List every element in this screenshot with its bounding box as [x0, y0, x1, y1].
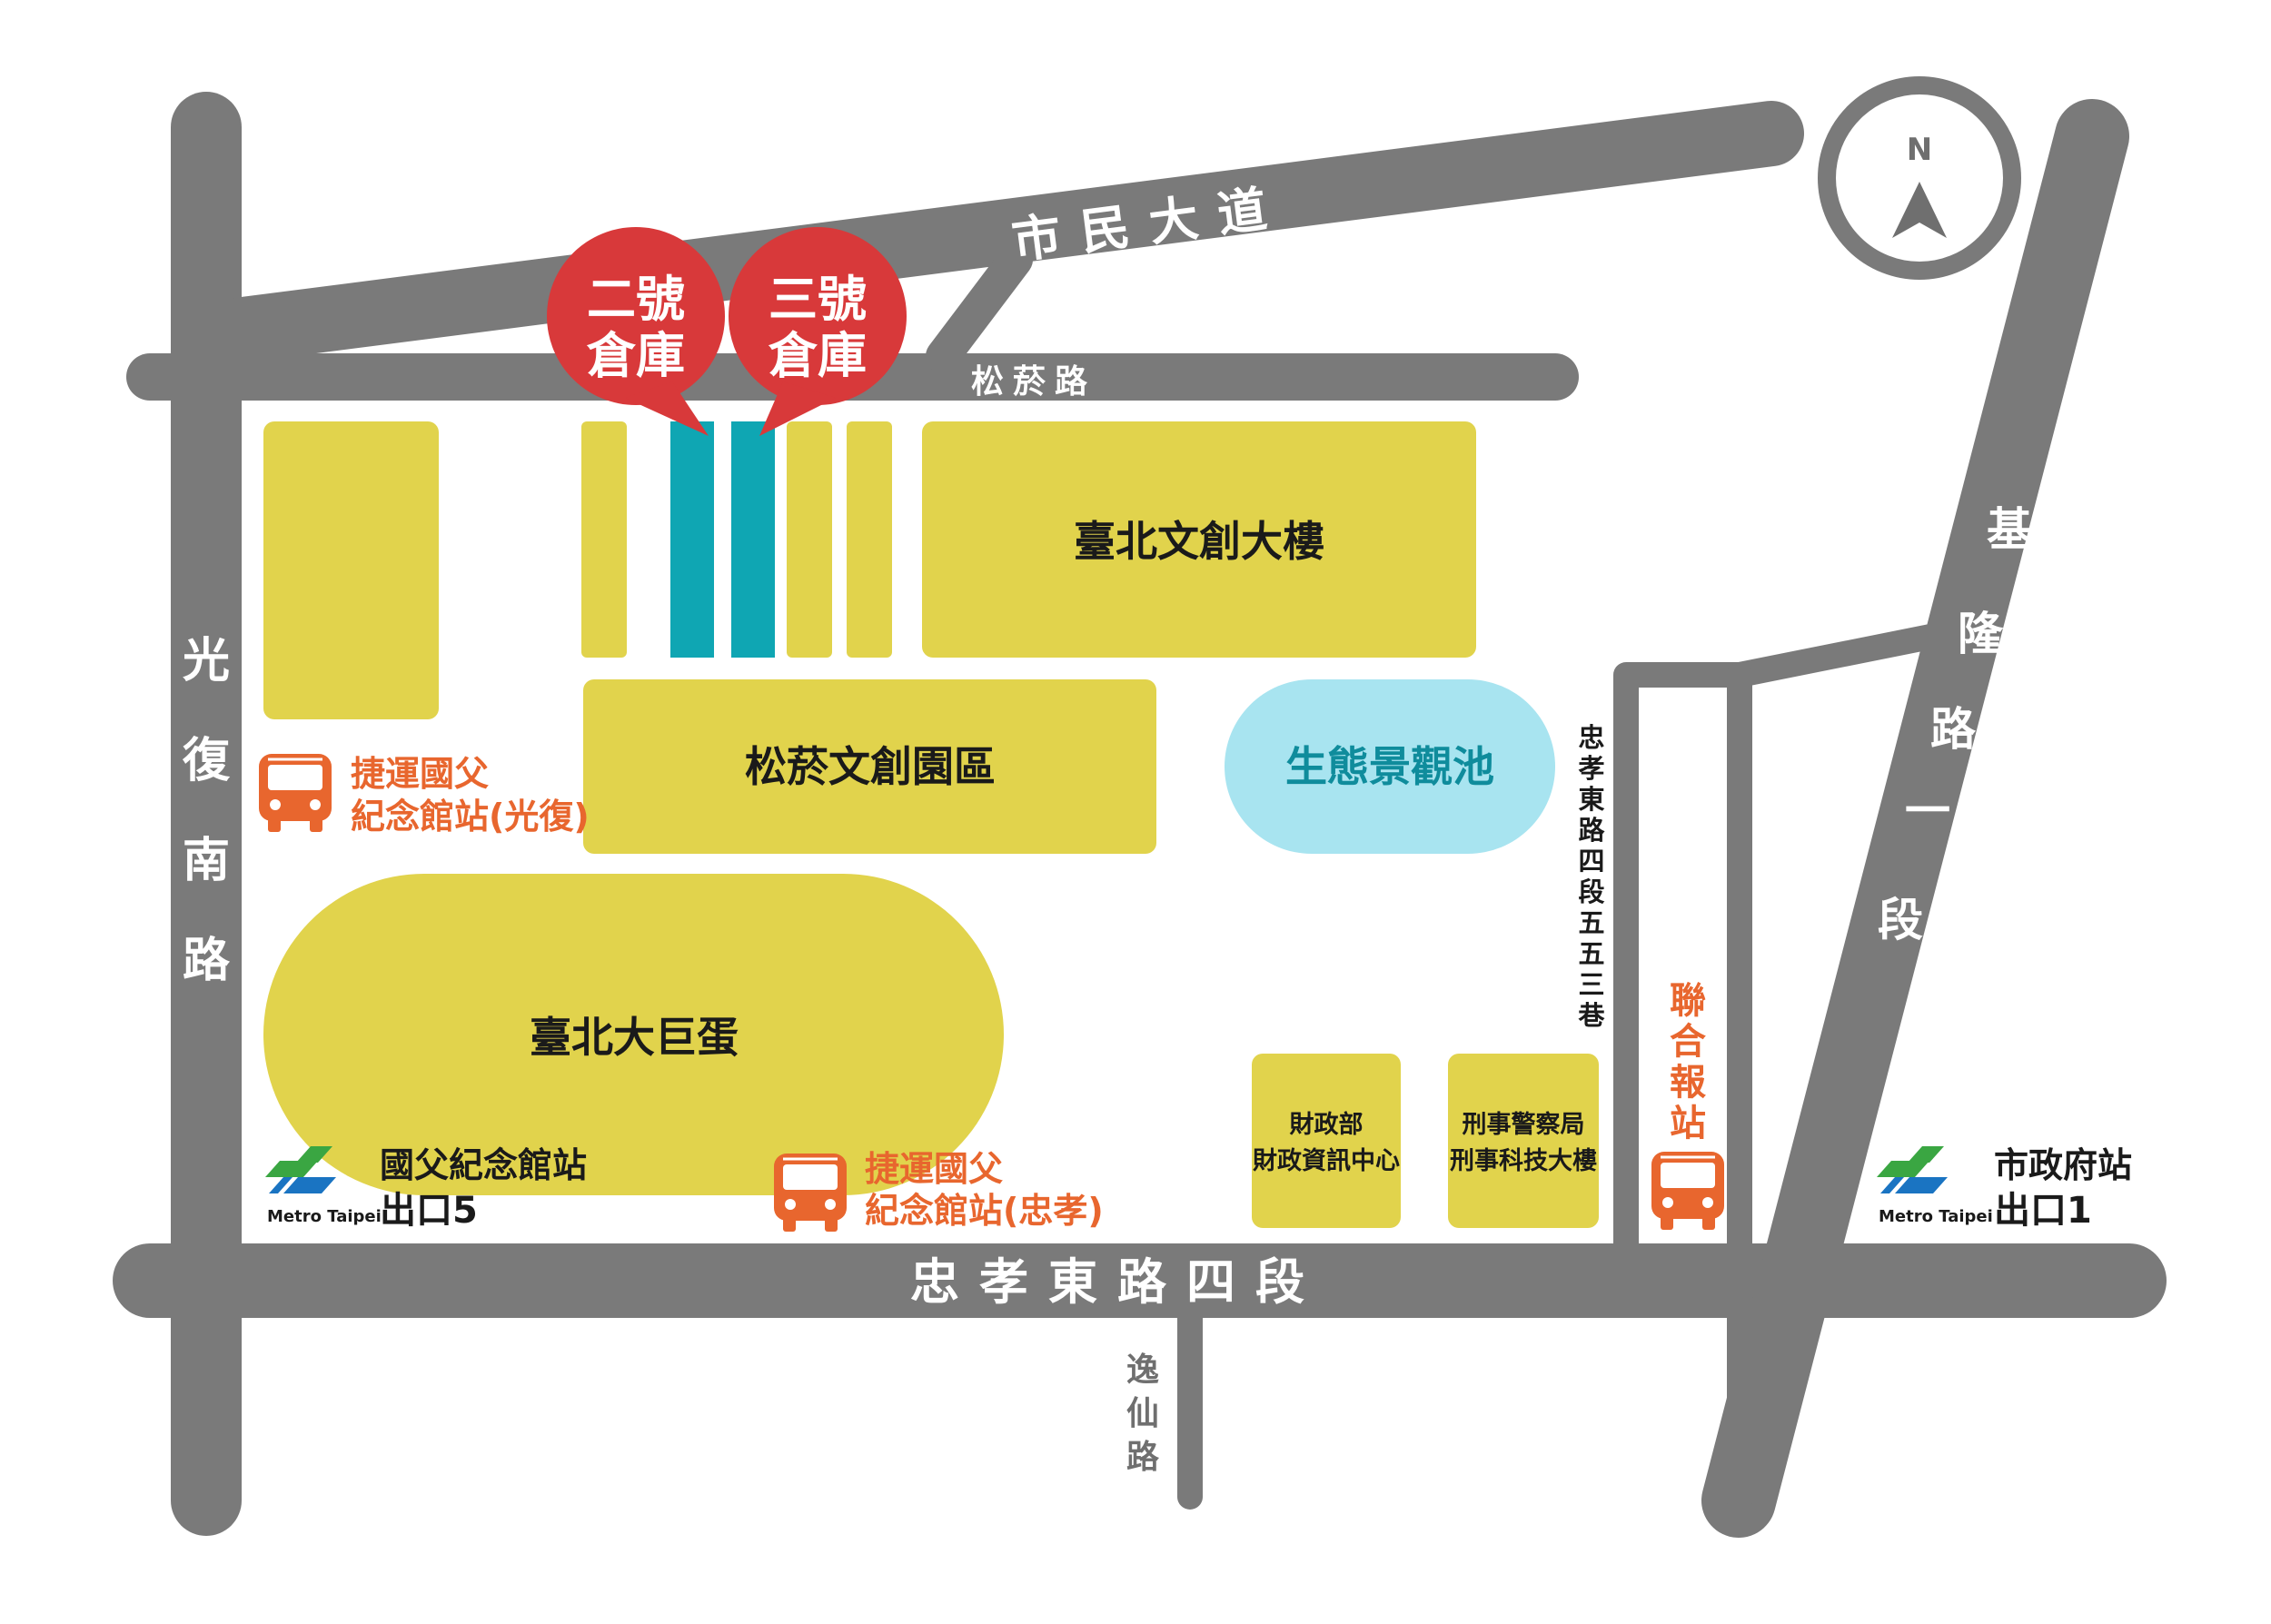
shimin-avenue — [211, 101, 1804, 362]
buildings — [263, 421, 1599, 1228]
compass-ring — [1818, 76, 2021, 280]
pin-label-1: 二號 — [587, 271, 685, 328]
ecological-pond — [1225, 679, 1555, 854]
road-label-keelung-3: 路 — [1930, 703, 1977, 756]
lane553-char: 忠 — [1578, 722, 1604, 753]
metro-brand: Metro Taipei — [267, 1207, 382, 1226]
bus-stop-zhongxiao[interactable]: 捷運國父 紀念館站(忠孝) — [772, 1149, 1104, 1233]
road-label-keelung-1: 基 — [1987, 503, 2032, 556]
warehouse-strip-1 — [581, 421, 627, 658]
pin-bubble — [729, 227, 907, 405]
warehouse-strip-4 — [787, 421, 832, 658]
lane553-char: 三 — [1578, 969, 1604, 1000]
bus-icon — [257, 752, 333, 834]
bus-label-char: 站 — [1670, 1103, 1706, 1144]
road-label-yixian-3: 路 — [1126, 1439, 1160, 1476]
warehouse-2 — [670, 421, 714, 658]
road-label-zhongxiao: 忠孝東路四段 — [910, 1253, 1324, 1311]
road-label-keelung-5: 段 — [1878, 894, 1923, 946]
metro-logo-icon — [1877, 1146, 1948, 1193]
lane553-char: 五 — [1578, 907, 1604, 938]
pin-tail — [759, 381, 836, 436]
lane553-char: 四 — [1578, 846, 1604, 876]
metro-station-exit: 出口1 — [1994, 1190, 2092, 1232]
label-dome: 臺北大巨蛋 — [530, 1013, 739, 1062]
bus-label-char: 聯 — [1670, 980, 1706, 1022]
label-wenchuang: 臺北文創大樓 — [1074, 517, 1324, 566]
bus-label-1: 捷運國父 — [351, 754, 489, 794]
compass: N — [1818, 76, 2021, 280]
bus-label-1: 捷運國父 — [865, 1149, 1003, 1189]
label-finance-1: 財政部 — [1290, 1110, 1364, 1139]
warehouse-strip-5 — [847, 421, 892, 658]
road-network — [113, 92, 2167, 1538]
bus-label-2: 紀念館站(忠孝) — [865, 1191, 1104, 1231]
bus-label-char: 報 — [1670, 1062, 1706, 1104]
lane553-char: 五 — [1578, 938, 1604, 969]
pin-label-2: 倉庫 — [586, 327, 685, 384]
lane553-char: 巷 — [1577, 1000, 1605, 1031]
pin-tail — [625, 381, 709, 436]
road-label-yixian-1: 逸 — [1126, 1352, 1159, 1389]
building-west — [263, 421, 439, 719]
lane553-char: 孝 — [1578, 753, 1604, 784]
bus-icon — [772, 1152, 848, 1233]
pin-label-1: 三號 — [769, 271, 867, 328]
pin-warehouse-3[interactable]: 三號 倉庫 — [729, 227, 907, 436]
label-pond: 生態景觀池 — [1285, 742, 1494, 791]
metro-station-name: 市政府站 — [1994, 1145, 2132, 1185]
road-label-guangfu-4: 路 — [183, 934, 231, 988]
road-label-guangfu-1: 光 — [183, 634, 230, 688]
bus-stop-udn[interactable]: 聯 合 報 站 — [1650, 980, 1726, 1232]
label-police-1: 刑事警察局 — [1463, 1110, 1585, 1139]
road-label-lane553: 忠 孝 東 路 四 段 五 五 三 巷 — [1577, 722, 1605, 1031]
shimin-connector — [926, 243, 1033, 373]
bus-stop-guangfu[interactable]: 捷運國父 紀念館站(光復) — [257, 752, 590, 837]
taipei-dome — [263, 874, 1004, 1195]
lane553-char: 段 — [1578, 876, 1604, 907]
metro-logo-icon — [265, 1146, 336, 1193]
lane553-char: 路 — [1578, 815, 1605, 846]
label-police-2: 刑事科技大樓 — [1450, 1147, 1597, 1175]
road-label-guangfu-3: 南 — [183, 834, 230, 888]
warehouse-3 — [731, 421, 775, 658]
road-label-guangfu-2: 復 — [182, 734, 231, 788]
road-label-keelung-4: 一 — [1905, 785, 1950, 837]
metro-station-exit: 出口5 — [380, 1190, 478, 1232]
lane-553 — [1613, 618, 1975, 1259]
compass-label: N — [1907, 132, 1932, 168]
pin-label-2: 倉庫 — [768, 327, 867, 384]
metro-sys-hall[interactable]: Metro Taipei 國父紀念館站 出口5 — [265, 1145, 587, 1232]
label-finance-2: 財政資訊中心 — [1253, 1146, 1400, 1175]
keelung-road — [1701, 99, 2129, 1538]
metro-brand: Metro Taipei — [1879, 1207, 1993, 1226]
lane553-char: 東 — [1578, 784, 1604, 815]
road-label-yixian-2: 仙 — [1126, 1395, 1159, 1432]
pin-warehouse-2[interactable]: 二號 倉庫 — [547, 227, 725, 436]
north-arrow-icon — [1892, 182, 1947, 238]
bus-label-2: 紀念館站(光復) — [351, 797, 590, 837]
police-building — [1448, 1054, 1599, 1228]
label-songshan-park: 松菸文創園區 — [745, 742, 996, 791]
metro-station-name: 國父紀念館站 — [380, 1145, 587, 1185]
road-label-songyan: 松菸路 — [971, 363, 1096, 401]
road-label-keelung-2: 隆 — [1958, 608, 2004, 660]
metro-city-hall[interactable]: Metro Taipei 市政府站 出口1 — [1877, 1145, 2132, 1232]
songshan-park-building — [583, 679, 1156, 854]
finance-building — [1252, 1054, 1401, 1228]
pin-bubble — [547, 227, 725, 405]
wenchuang-building — [922, 421, 1476, 658]
bus-icon — [1650, 1150, 1726, 1232]
bus-label-char: 合 — [1670, 1021, 1706, 1063]
